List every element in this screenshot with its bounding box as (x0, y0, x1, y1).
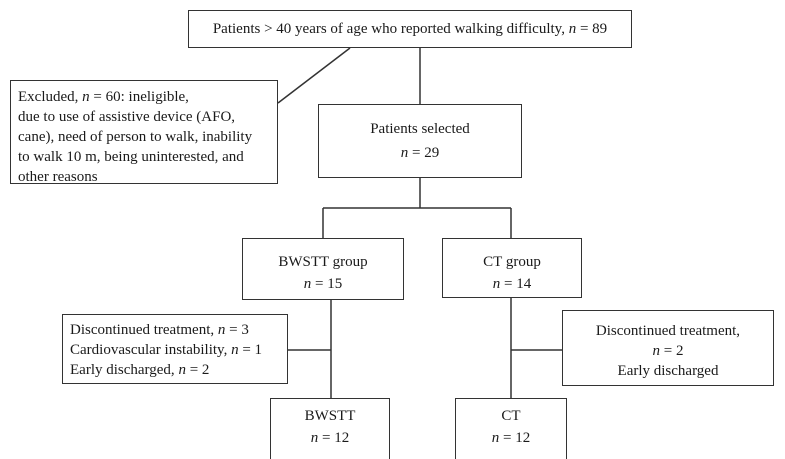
selected-n-value: = 29 (408, 145, 440, 161)
ct-final-title: CT (501, 408, 521, 424)
connector-top-to-excluded (277, 47, 351, 104)
bwstt-group-n-value: = 15 (311, 276, 343, 292)
bwstt-disc-line3-pre: Early discharged, (70, 362, 179, 378)
bwstt-disc-line1-pre: Discontinued treatment, (70, 322, 218, 338)
bwstt-final-n-value: = 12 (318, 430, 350, 446)
ct-final-n-value: = 12 (499, 430, 531, 446)
ct-disc-line1: Discontinued treatment, (595, 323, 741, 339)
bwstt-final-n-label: n (310, 430, 319, 446)
excluded-line5: other reasons (18, 169, 98, 185)
bwstt-disc-line1-post: = 3 (225, 322, 249, 338)
enrollment-n-value: = 89 (576, 21, 608, 37)
excluded-line1-post: = 60: ineligible, (89, 89, 189, 105)
enrollment-box: Patients > 40 years of age who reported … (188, 10, 632, 48)
ct-discontinued-box: Discontinued treatment, n = 2 Early disc… (562, 310, 774, 386)
bwstt-disc-line2-post: = 1 (238, 342, 263, 358)
enrollment-text: Patients > 40 years of age who reported … (212, 21, 569, 37)
ct-group-box: CT group n = 14 (442, 238, 582, 298)
bwstt-group-n-label: n (303, 276, 312, 292)
bwstt-final-title: BWSTT (304, 408, 356, 424)
bwstt-disc-line3-post: = 2 (185, 362, 210, 378)
bwstt-disc-line2-pre: Cardiovascular instability, (70, 342, 232, 358)
ct-disc-line3: Early discharged (617, 363, 719, 379)
excluded-line2: due to use of assistive device (AFO, (18, 109, 236, 125)
ct-disc-n-value: = 2 (660, 343, 684, 359)
bwstt-discontinued-box: Discontinued treatment, n = 3 Cardiovasc… (62, 314, 288, 384)
ct-disc-n-label: n (652, 343, 661, 359)
excluded-n-label: n (82, 89, 90, 105)
bwstt-final-box: BWSTT n = 12 (270, 398, 390, 459)
excluded-line4: to walk 10 m, being uninterested, and (18, 149, 244, 165)
selected-box: Patients selected n = 29 (318, 104, 522, 178)
ct-final-box: CT n = 12 (455, 398, 567, 459)
excluded-line3: cane), need of person to walk, inability (18, 129, 253, 145)
bwstt-disc-line3-n: n (178, 362, 186, 378)
bwstt-disc-line1-n: n (217, 322, 226, 338)
bwstt-disc-line2-n: n (231, 342, 239, 358)
enrollment-n-label: n (568, 21, 577, 37)
bwstt-group-title: BWSTT group (278, 254, 368, 270)
ct-group-n-label: n (492, 276, 501, 292)
ct-final-n-label: n (491, 430, 500, 446)
ct-group-n-value: = 14 (500, 276, 532, 292)
bwstt-group-box: BWSTT group n = 15 (242, 238, 404, 300)
ct-group-title: CT group (483, 254, 541, 270)
selected-title: Patients selected (370, 121, 470, 137)
selected-n-label: n (400, 145, 409, 161)
excluded-box: Excluded, n = 60: ineligible, due to use… (10, 80, 278, 185)
excluded-line1-pre: Excluded, (18, 89, 83, 105)
